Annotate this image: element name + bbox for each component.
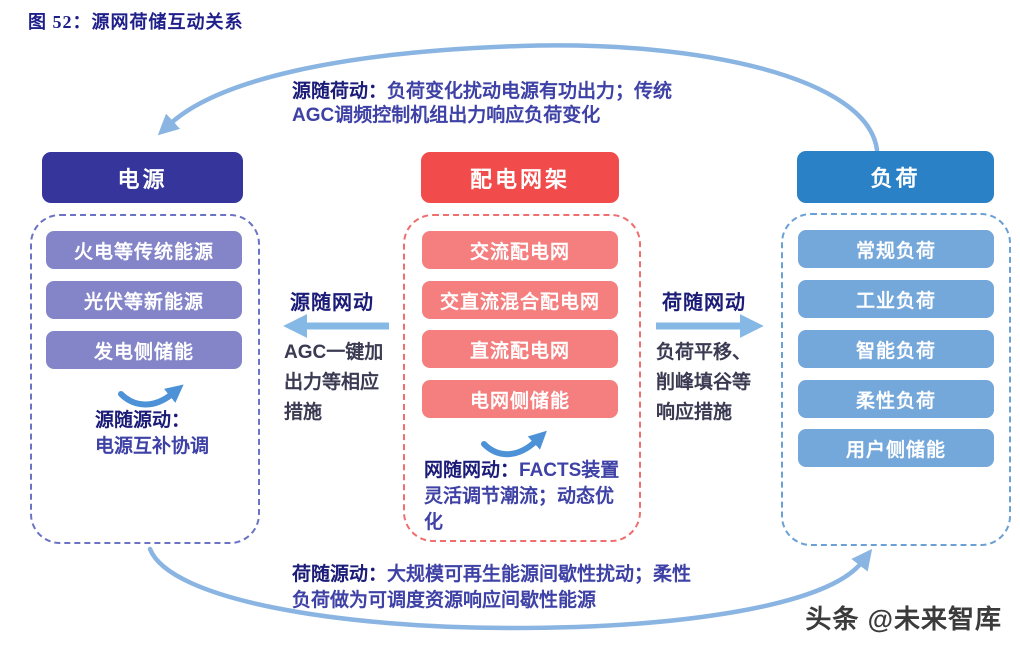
watermark: 头条 @未来智库 [805,604,1002,634]
grid-item: 电网侧储能 [422,380,618,418]
source-header: 电源 [42,152,243,203]
bottom-annotation-line2: 负荷做为可调度资源响应间歇性能源 [292,590,597,611]
grid-self-note-body: FACTS装置灵活调节潮流；动态优化 [424,460,620,533]
load-header: 负荷 [797,151,994,203]
top-annotation-line2: AGC调频控制机组出力响应负荷变化 [292,105,601,126]
grid-header: 配电网架 [421,152,619,203]
load-item: 智能负荷 [798,330,994,368]
bottom-annotation: 荷随源动：大规模可再生能源间歇性扰动；柔性 负荷做为可调度资源响应间歇性能源 [292,562,772,614]
source-item: 发电侧储能 [46,331,242,369]
bottom-annotation-line1: 大规模可再生能源间歇性扰动；柔性 [387,564,692,585]
left-link-desc: AGC一键加出力等相应措施 [284,342,384,423]
source-item: 光伏等新能源 [46,281,242,319]
load-item: 柔性负荷 [798,380,994,418]
right-link-desc: 负荷平移、削峰填谷等响应措施 [656,342,752,423]
load-item: 工业负荷 [798,280,994,318]
top-annotation-lead: 源随荷动： [292,81,388,102]
load-group-box [781,213,1011,546]
grid-group-box [403,214,641,542]
source-self-note: 源随源动： 电源互补协调 [95,408,245,460]
grid-item: 直流配电网 [422,330,618,368]
load-item: 常规负荷 [798,230,994,268]
grid-item: 交直流混合配电网 [422,281,618,319]
grid-self-note: 网随网动：FACTS装置灵活调节潮流；动态优化 [424,458,622,536]
left-link-label: 源随网动 [290,292,374,314]
source-self-note-lead: 源随源动： [95,410,191,431]
source-item: 火电等传统能源 [46,231,242,269]
grid-self-note-lead: 网随网动： [424,460,520,481]
grid-item: 交流配电网 [422,231,618,269]
right-link-label: 荷随网动 [662,292,746,314]
source-group-box [30,214,260,544]
top-annotation-line1: 负荷变化扰动电源有功出力；传统 [387,81,673,102]
source-self-note-body: 电源互补协调 [95,436,210,457]
bottom-annotation-lead: 荷随源动： [292,564,388,585]
top-annotation: 源随荷动：负荷变化扰动电源有功出力；传统 AGC调频控制机组出力响应负荷变化 [292,80,762,128]
load-item: 用户侧储能 [798,429,994,467]
figure-title: 图 52：源网荷储互动关系 [28,12,244,32]
